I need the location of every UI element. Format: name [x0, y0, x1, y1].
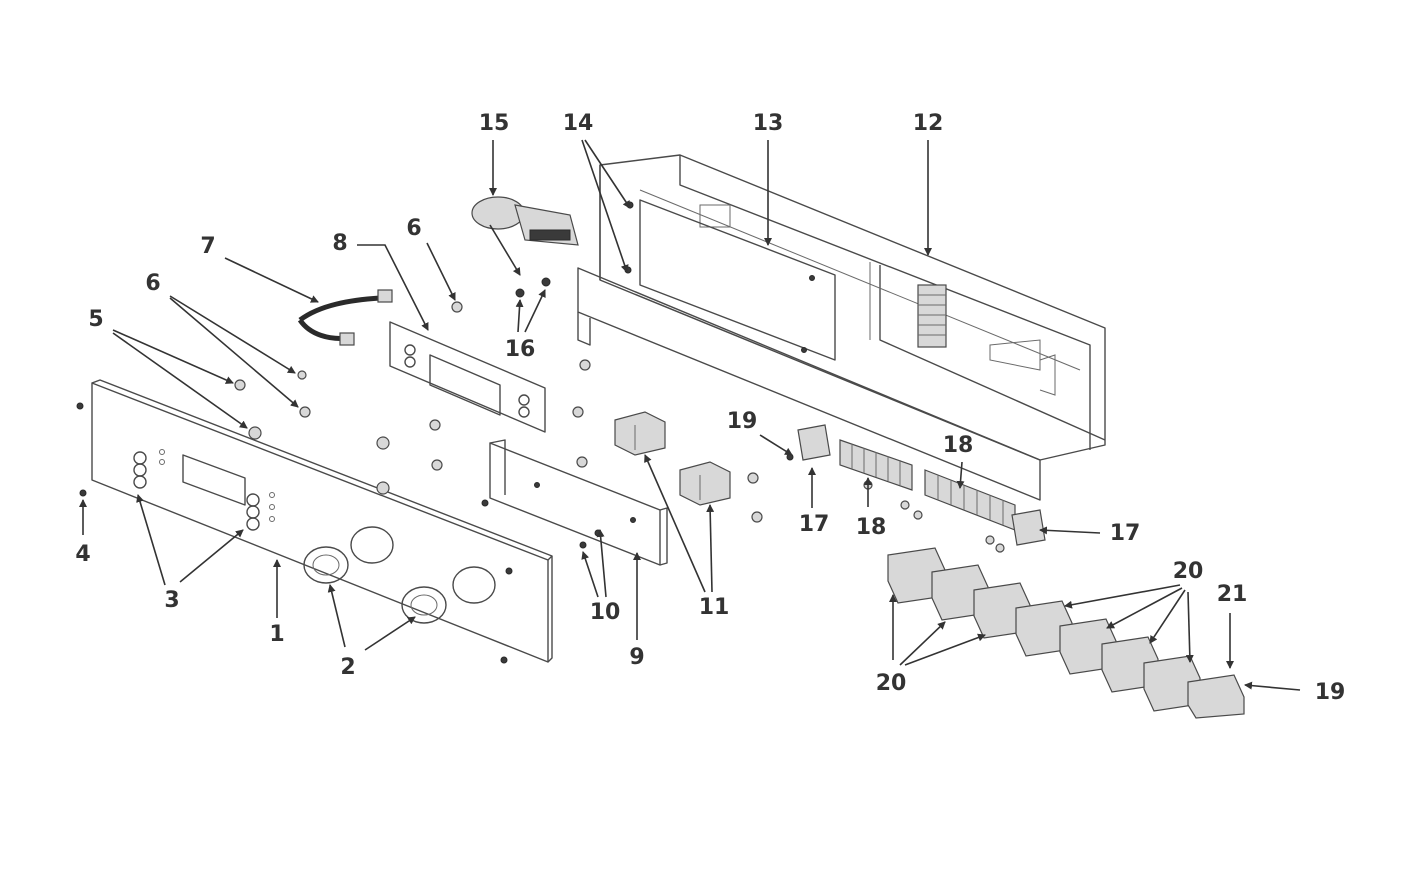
- callout-7: 7: [200, 234, 215, 259]
- terminal-strip-left: [839, 439, 913, 491]
- callout-5: 5: [88, 307, 103, 332]
- panel-screw: [76, 402, 87, 497]
- callout-18-lower: 18: [856, 515, 887, 540]
- standoffs: [234, 301, 463, 495]
- callout-3: 3: [164, 588, 179, 613]
- wire-harness: [297, 289, 393, 346]
- connector-small-right: [1011, 509, 1046, 546]
- callout-16: 16: [505, 337, 536, 362]
- callout-10: 10: [590, 600, 621, 625]
- callout-12: 12: [913, 111, 944, 136]
- relay-lower: [679, 461, 731, 506]
- switch-screws: [515, 277, 551, 298]
- display-board: [389, 321, 546, 433]
- front-panel: [91, 379, 553, 664]
- grommets: [572, 359, 1005, 553]
- callout-8: 8: [332, 231, 347, 256]
- callout-14: 14: [563, 111, 594, 136]
- pressure-switch: [471, 196, 579, 246]
- callout-20-left: 20: [876, 671, 907, 696]
- callout-11: 11: [699, 595, 730, 620]
- callout-6-right: 6: [406, 216, 421, 241]
- button-stack-left: [133, 451, 147, 489]
- callout-19-upper: 19: [727, 409, 758, 434]
- callout-17-left: 17: [799, 512, 830, 537]
- callout-6-left: 6: [145, 271, 160, 296]
- callout-13: 13: [753, 111, 784, 136]
- control-board: [639, 199, 836, 361]
- leader-lines: [79, 139, 1301, 691]
- callout-1: 1: [269, 622, 284, 647]
- callout-20-right: 20: [1173, 559, 1204, 584]
- chassis-tray: [599, 154, 1106, 461]
- relay-module-8: [1187, 674, 1245, 719]
- button-stack-right: [246, 493, 260, 531]
- callout-2: 2: [340, 655, 355, 680]
- callout-9: 9: [629, 645, 644, 670]
- callout-21: 21: [1217, 582, 1248, 607]
- bracket-screws: [579, 529, 602, 549]
- relay-upper: [614, 411, 666, 456]
- callout-19-lower: 19: [1315, 680, 1346, 705]
- callout-18-upper: 18: [943, 433, 974, 458]
- callout-17-right: 17: [1110, 521, 1141, 546]
- knob-left: [303, 546, 349, 584]
- terminal-block: [917, 284, 947, 348]
- callout-labels: 1 2 3 4 5 6 6 7 8 9 10 11 12 13 14 15 16…: [75, 111, 1345, 705]
- callout-4: 4: [75, 542, 90, 567]
- terminal-strip-right: [924, 469, 1016, 531]
- mid-bracket: [481, 439, 668, 566]
- connector-small-left: [797, 424, 831, 461]
- callout-15: 15: [479, 111, 510, 136]
- knob-right: [401, 586, 447, 624]
